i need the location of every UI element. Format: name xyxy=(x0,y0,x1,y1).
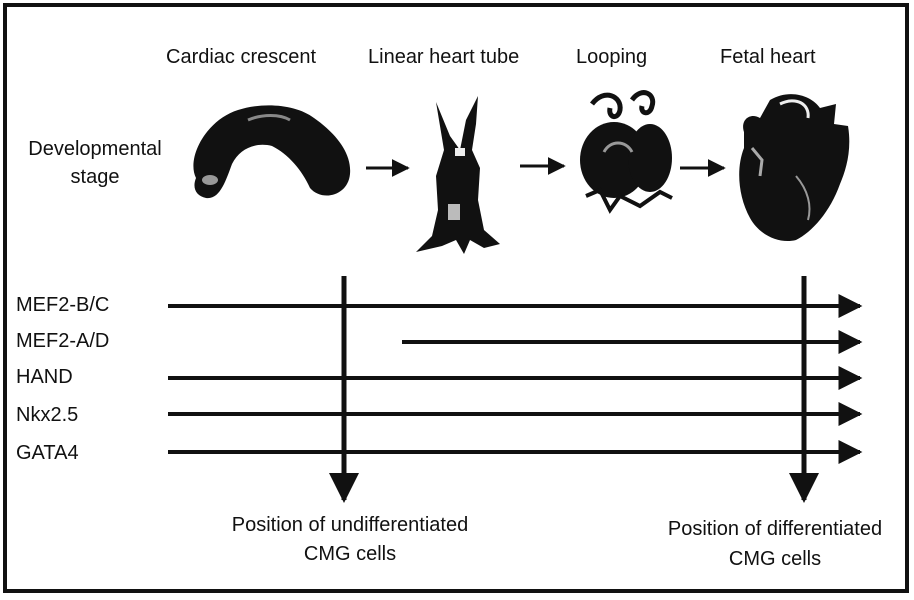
looping-heart-illustration xyxy=(580,93,672,210)
fetal-heart-illustration xyxy=(739,94,849,241)
cardiac-crescent-illustration xyxy=(193,105,350,198)
linear-heart-tube-illustration xyxy=(416,96,500,254)
